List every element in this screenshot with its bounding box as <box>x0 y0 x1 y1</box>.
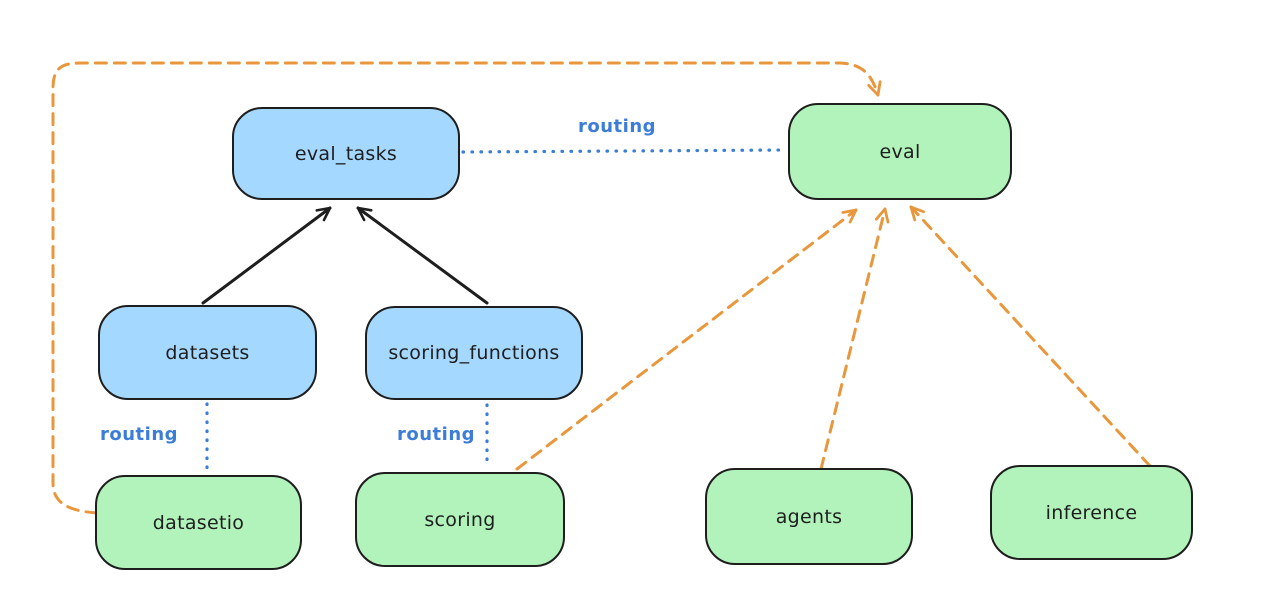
edge-agents-to-eval-arrow <box>819 207 890 471</box>
node-agents-label: agents <box>775 505 843 528</box>
edge-label-routing-datasets-datasetio: routing <box>100 424 179 445</box>
node-scoring: scoring <box>355 472 565 567</box>
edge-scoring-to-eval-arrow <box>515 208 858 471</box>
node-inference: inference <box>990 465 1193 560</box>
node-agents: agents <box>705 468 913 565</box>
edge-label-routing-eval-tasks-eval: routing <box>578 116 657 137</box>
edge-inference-to-eval-arrow <box>909 205 1152 468</box>
node-scoring-functions-label: scoring_functions <box>388 342 560 364</box>
edge-datasets-to-eval-tasks-arrow <box>201 206 332 305</box>
edge-eval-tasks-to-eval-routing-line <box>461 148 787 154</box>
node-datasets-label: datasets <box>165 341 250 364</box>
edge-scoring-functions-to-eval-tasks-arrow <box>356 206 489 305</box>
node-scoring-label: scoring <box>424 508 496 531</box>
node-datasets: datasets <box>98 305 317 400</box>
node-scoring-functions: scoring_functions <box>365 306 583 400</box>
node-datasetio-label: datasetio <box>152 511 245 534</box>
node-eval-label: eval <box>879 140 921 163</box>
node-eval-tasks-label: eval_tasks <box>294 142 398 165</box>
node-datasetio: datasetio <box>95 475 302 570</box>
node-eval-tasks: eval_tasks <box>232 107 460 200</box>
node-inference-label: inference <box>1045 501 1138 524</box>
edge-datasetio-to-eval-arrow <box>51 61 882 515</box>
edge-label-routing-scoring-functions-scoring: routing <box>397 424 476 445</box>
node-eval: eval <box>788 103 1012 200</box>
